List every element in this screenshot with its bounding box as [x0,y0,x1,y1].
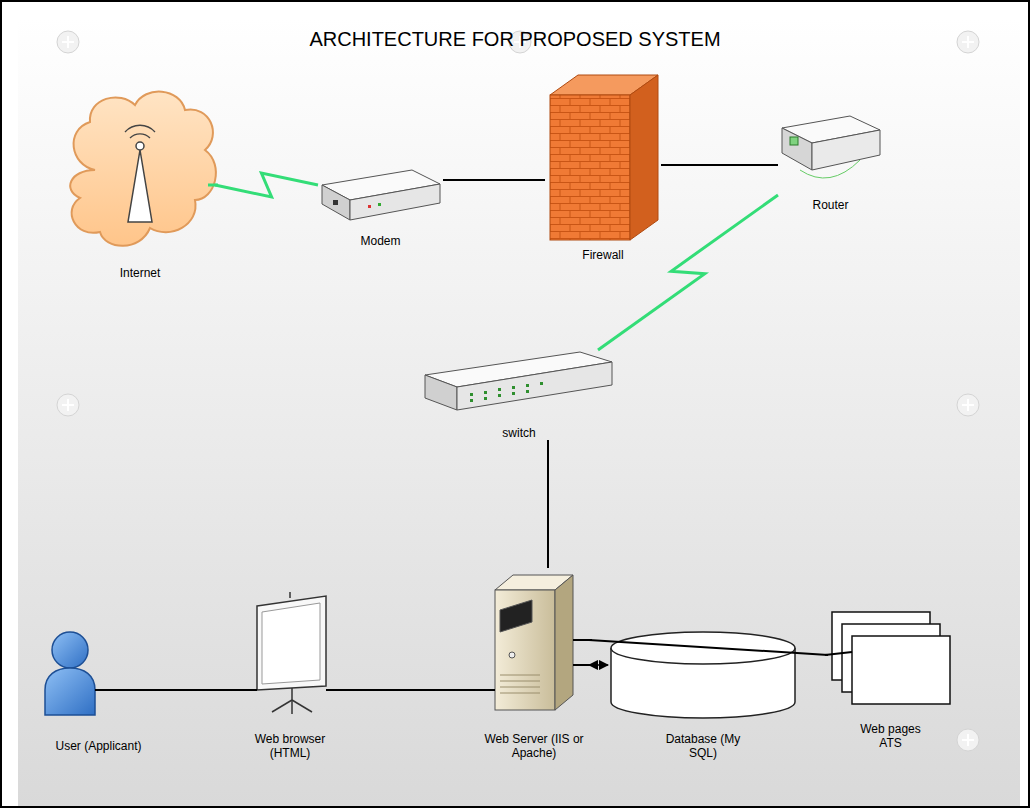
diagram-title: ARCHITECTURE FOR PROPOSED SYSTEM [0,28,1030,51]
connector-line [345,689,479,691]
screen-icon [257,592,326,714]
wireless-link [215,173,318,197]
modem-node: Modem [318,168,443,248]
internet-node: Internet [65,92,215,280]
node-label: switch [502,426,535,440]
internet-cloud [70,92,216,246]
node-label: User (Applicant) [55,739,141,753]
node-label: Database (My SQL) [665,732,741,760]
node-label: Router [812,198,848,212]
wire-stub [95,185,852,690]
database-node: Database (My SQL) [608,630,798,760]
node-label: Internet [120,266,161,280]
server-icon [495,575,573,710]
firewall-node: Firewall [545,72,661,262]
database-icon [611,632,795,718]
switch-icon [425,352,612,410]
connector-line [443,179,545,181]
corner-marks [57,31,979,751]
connector-line [589,664,608,666]
switch-node: switch [423,350,615,440]
web-pages-icon [832,612,950,704]
node-label: Firewall [582,248,623,262]
modem-icon [322,170,440,220]
router-icon [782,116,880,178]
server-node: Web Server (IIS or Apache) [479,568,589,760]
browser-node: Web browser (HTML) [235,588,345,760]
connector-line [661,164,778,166]
connector-line [152,689,235,691]
node-label: Modem [360,234,400,248]
router-node: Router [778,112,883,212]
user-node: User (Applicant) [45,628,152,753]
node-label: Web browser (HTML) [242,732,338,760]
connector-line [547,440,549,568]
connector-line [589,640,828,655]
firewall-icon [550,75,658,240]
node-label: Web Server (IIS or Apache) [484,732,584,760]
web-pages-node: Web pages ATS [828,608,953,750]
wireless-link [598,195,778,350]
user-icon [45,632,95,715]
node-label: Web pages ATS [856,722,926,750]
